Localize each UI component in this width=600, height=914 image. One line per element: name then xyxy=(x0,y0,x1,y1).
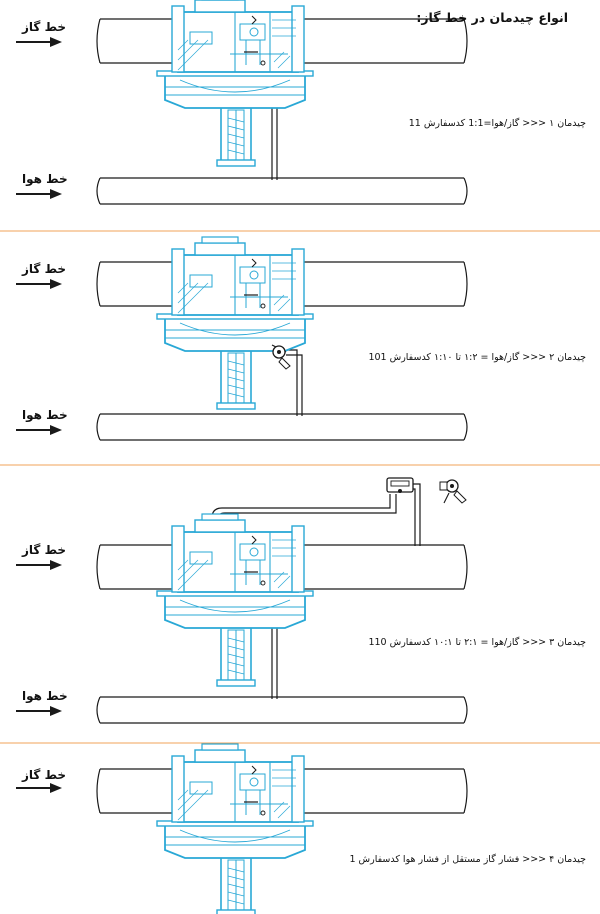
section-separators xyxy=(0,230,600,744)
gas-regulator xyxy=(156,0,314,167)
gas-regulator xyxy=(156,513,314,687)
air-pipe xyxy=(96,696,468,724)
air-line-label: خط هوا xyxy=(22,172,68,186)
impulse-line-lower xyxy=(271,628,278,699)
air-pipe xyxy=(96,413,468,441)
ratio-adjustment-valve xyxy=(439,479,467,504)
arrangement-caption: چیدمان ۴ <<< فشار گاز مستقل از فشار هوا … xyxy=(349,854,586,865)
test-connector xyxy=(386,477,414,493)
gas-regulator xyxy=(156,236,314,410)
gas-flow-arrow xyxy=(16,279,62,289)
air-line-label: خط هوا xyxy=(22,408,68,422)
impulse-line xyxy=(286,349,303,416)
section-3 xyxy=(16,477,468,724)
gas-line-label: خط گاز xyxy=(22,768,67,782)
arrangement-caption: چیدمان ۱ <<< گاز/هوا=1:1 کدسفارش 11 xyxy=(408,118,586,129)
air-flow-arrow xyxy=(16,706,62,716)
impulse-line xyxy=(271,108,278,180)
page-heading: انواع چیدمان در خط گاز: xyxy=(416,10,568,25)
arrangement-caption: چیدمان ۳ <<< گاز/هوا = ۲:۱ تا ۱۰:۱ کدسفا… xyxy=(368,637,586,648)
arrangement-caption: چیدمان ۲ <<< گاز/هوا = ۱:۲ تا ۱:۱۰ کدسفا… xyxy=(368,352,586,363)
gas-flow-arrow xyxy=(16,783,62,793)
ratio-adjustment-valve xyxy=(271,344,291,370)
air-pipe xyxy=(96,177,468,205)
section-1 xyxy=(16,0,468,205)
gas-regulator xyxy=(156,743,314,914)
air-flow-arrow xyxy=(16,425,62,435)
gas-line-label: خط گاز xyxy=(22,543,67,557)
gas-line-label: خط گاز xyxy=(22,20,67,34)
gas-line-label: خط گاز xyxy=(22,262,67,276)
air-flow-arrow xyxy=(16,189,62,199)
gas-flow-arrow xyxy=(16,560,62,570)
section-2 xyxy=(16,236,468,441)
section-4 xyxy=(16,743,468,914)
gas-flow-arrow xyxy=(16,37,62,47)
air-line-label: خط هوا xyxy=(22,689,68,703)
